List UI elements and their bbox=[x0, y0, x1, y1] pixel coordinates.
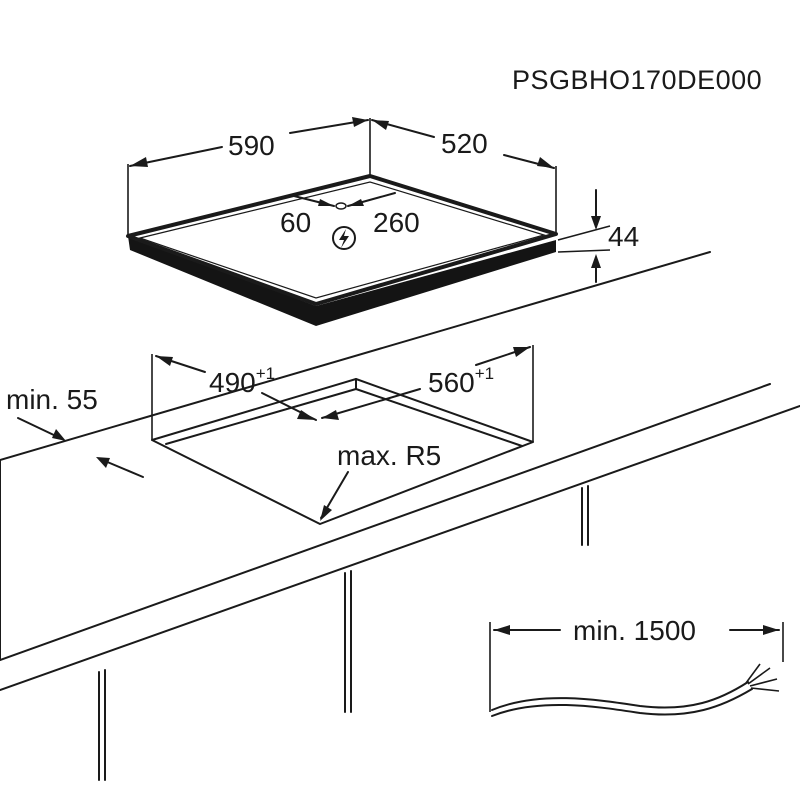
cutout-depth-label: 560+1 bbox=[428, 364, 494, 398]
hob-depth-label: 520 bbox=[441, 128, 488, 159]
corner-radius-leader bbox=[320, 471, 349, 521]
front-distance-label: min. 55 bbox=[6, 384, 98, 415]
front-distance-dimension bbox=[17, 417, 144, 478]
cutout-width-label: 490+1 bbox=[209, 364, 275, 398]
cabinet-legs bbox=[98, 485, 589, 781]
cable-offset-left-label: 60 bbox=[280, 207, 311, 238]
cable-position-dimension bbox=[289, 192, 396, 210]
cable-length-label: min. 1500 bbox=[573, 615, 696, 646]
cutout-width-dimension bbox=[151, 354, 317, 440]
hob-depth-dimension bbox=[371, 119, 557, 234]
hob bbox=[126, 174, 558, 326]
power-cable bbox=[489, 622, 784, 717]
hob-edge bbox=[128, 236, 556, 326]
product-code: PSGBHO170DE000 bbox=[512, 65, 762, 95]
hob-width-dimension bbox=[127, 117, 371, 236]
cutout-depth-dimension bbox=[321, 345, 534, 442]
hob-thickness-dimension bbox=[557, 189, 611, 283]
hob-thickness-label: 44 bbox=[608, 221, 639, 252]
hob-width-label: 590 bbox=[228, 130, 275, 161]
corner-radius-label: max. R5 bbox=[337, 440, 441, 471]
hob-inner-outline bbox=[137, 181, 547, 299]
lightning-bolt-icon bbox=[332, 226, 356, 250]
worktop bbox=[0, 251, 800, 691]
cable-offset-right-label: 260 bbox=[373, 207, 420, 238]
